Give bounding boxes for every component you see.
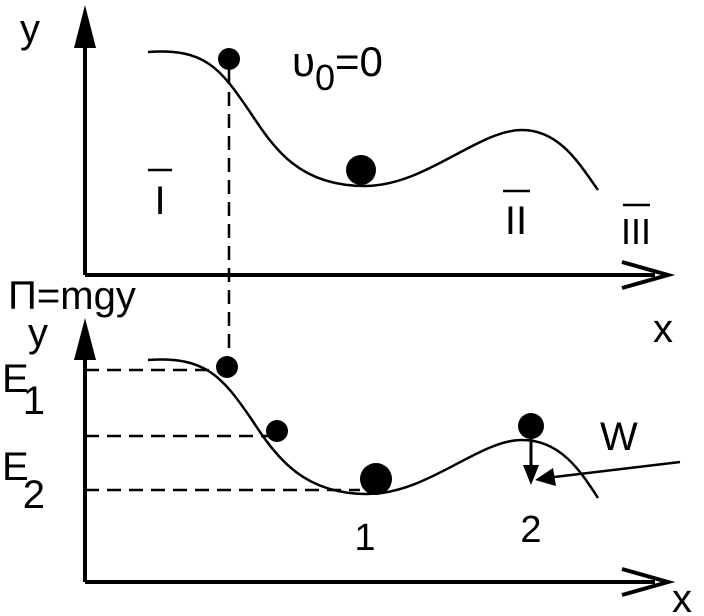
work-label: W	[600, 415, 638, 459]
top-y-axis-label: y	[20, 7, 40, 51]
top-x-axis-arrow	[621, 260, 676, 290]
potential-function-label: Π=mgy	[8, 274, 136, 318]
work-pointer-line	[545, 460, 681, 480]
energy-label-e1: E1	[2, 357, 45, 423]
point-label-1: 1	[354, 517, 375, 559]
initial-velocity-label: υ0=0	[292, 38, 383, 98]
bottom-y-axis-arrow	[74, 318, 96, 360]
region-label-2: II	[505, 199, 527, 243]
ball-displacement-arrowhead	[523, 465, 539, 485]
bottom-ball-minimum	[360, 463, 392, 495]
energy-label-e1-subscript: 1	[23, 379, 45, 423]
bottom-x-axis-label: x	[672, 577, 692, 616]
bottom-potential-curve	[147, 358, 600, 499]
region-label-1: I	[154, 179, 165, 223]
top-potential-curve	[147, 50, 600, 191]
bottom-y-axis-label: y	[28, 311, 48, 355]
top-ball-peak	[218, 48, 240, 70]
region-label-3: III	[621, 211, 651, 252]
bottom-x-axis-arrow	[621, 567, 676, 597]
top-y-axis-arrow	[74, 5, 96, 48]
initial-velocity-subscript: 0	[315, 57, 335, 98]
top-ball-valley	[346, 155, 376, 185]
energy-label-e2-subscript: 2	[23, 473, 45, 517]
bottom-ball-hump	[518, 413, 544, 439]
top-graph: y υ0=0 I II III x	[20, 5, 676, 351]
top-x-axis-label: x	[653, 307, 673, 351]
bottom-ball-start	[216, 356, 238, 378]
bottom-ball-slope	[266, 420, 288, 442]
work-pointer-arrowhead	[535, 468, 556, 486]
point-label-2: 2	[520, 509, 541, 551]
